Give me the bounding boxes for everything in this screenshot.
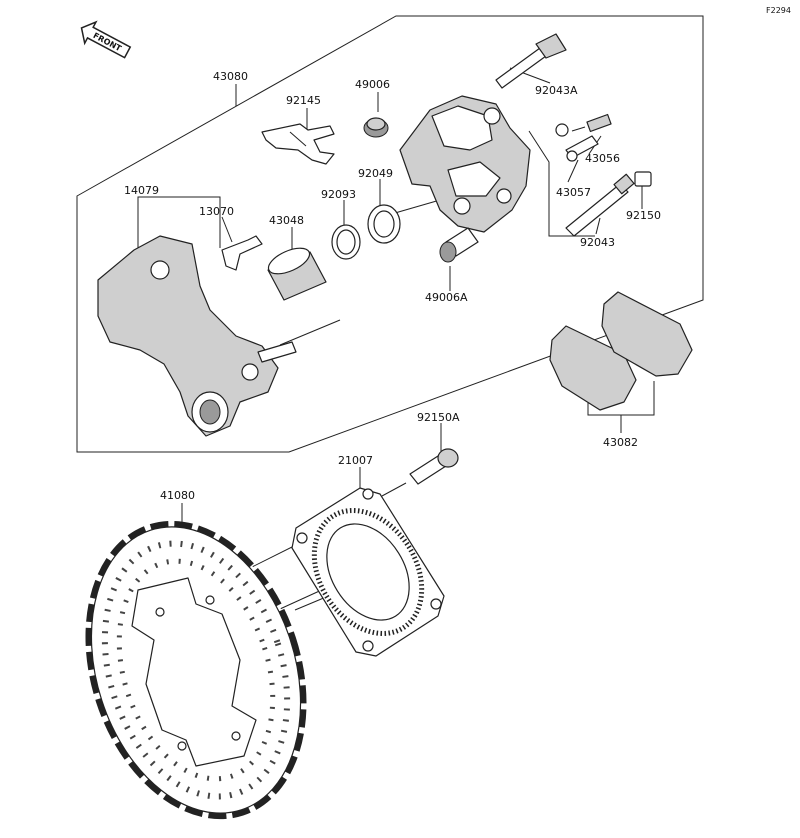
label-92043: 92043 bbox=[580, 236, 615, 249]
label-43048: 43048 bbox=[269, 214, 304, 227]
part-43082-pads bbox=[549, 291, 693, 411]
label-92145: 92145 bbox=[286, 94, 321, 107]
label-92150: 92150 bbox=[626, 209, 661, 222]
part-41080-brake-disc bbox=[85, 520, 307, 820]
label-14079: 14079 bbox=[124, 184, 159, 197]
label-92043a: 92043A bbox=[535, 84, 578, 97]
part-92049-seal bbox=[367, 204, 401, 244]
label-49006: 49006 bbox=[355, 78, 390, 91]
label-21007: 21007 bbox=[338, 454, 373, 467]
label-41080: 41080 bbox=[160, 489, 195, 502]
label-43057: 43057 bbox=[556, 186, 591, 199]
part-49006a-bleeder bbox=[439, 227, 479, 263]
caliper-assembly-box bbox=[76, 15, 704, 453]
part-49006-cap bbox=[363, 117, 389, 138]
diagram-code: F2294 bbox=[766, 6, 791, 15]
part-43057-pin bbox=[555, 123, 599, 162]
label-92150a: 92150A bbox=[417, 411, 460, 424]
part-caliper-body bbox=[399, 95, 531, 233]
label-13070: 13070 bbox=[199, 205, 234, 218]
part-21007-sensor-rotor bbox=[291, 487, 445, 657]
part-13070-spring bbox=[221, 235, 263, 271]
label-43080: 43080 bbox=[213, 70, 248, 83]
label-49006a: 49006A bbox=[425, 291, 468, 304]
part-92150-collar bbox=[634, 171, 652, 187]
label-43056: 43056 bbox=[585, 152, 620, 165]
front-arrow-icon: FRONT bbox=[80, 20, 132, 59]
part-43048-piston bbox=[267, 247, 327, 301]
part-14079-bracket bbox=[97, 235, 297, 437]
part-92043-pin bbox=[565, 173, 635, 237]
part-labels: 43080 92145 49006 92043A 14079 13070 430… bbox=[124, 70, 661, 502]
part-92150a-bolt bbox=[409, 448, 459, 485]
label-43082: 43082 bbox=[603, 436, 638, 449]
label-92093: 92093 bbox=[321, 188, 356, 201]
part-92093-seal bbox=[331, 224, 361, 260]
part-43056-valve bbox=[586, 113, 612, 133]
part-92145-spring bbox=[261, 123, 335, 165]
label-92049: 92049 bbox=[358, 167, 393, 180]
part-92043a-pin bbox=[495, 33, 567, 89]
